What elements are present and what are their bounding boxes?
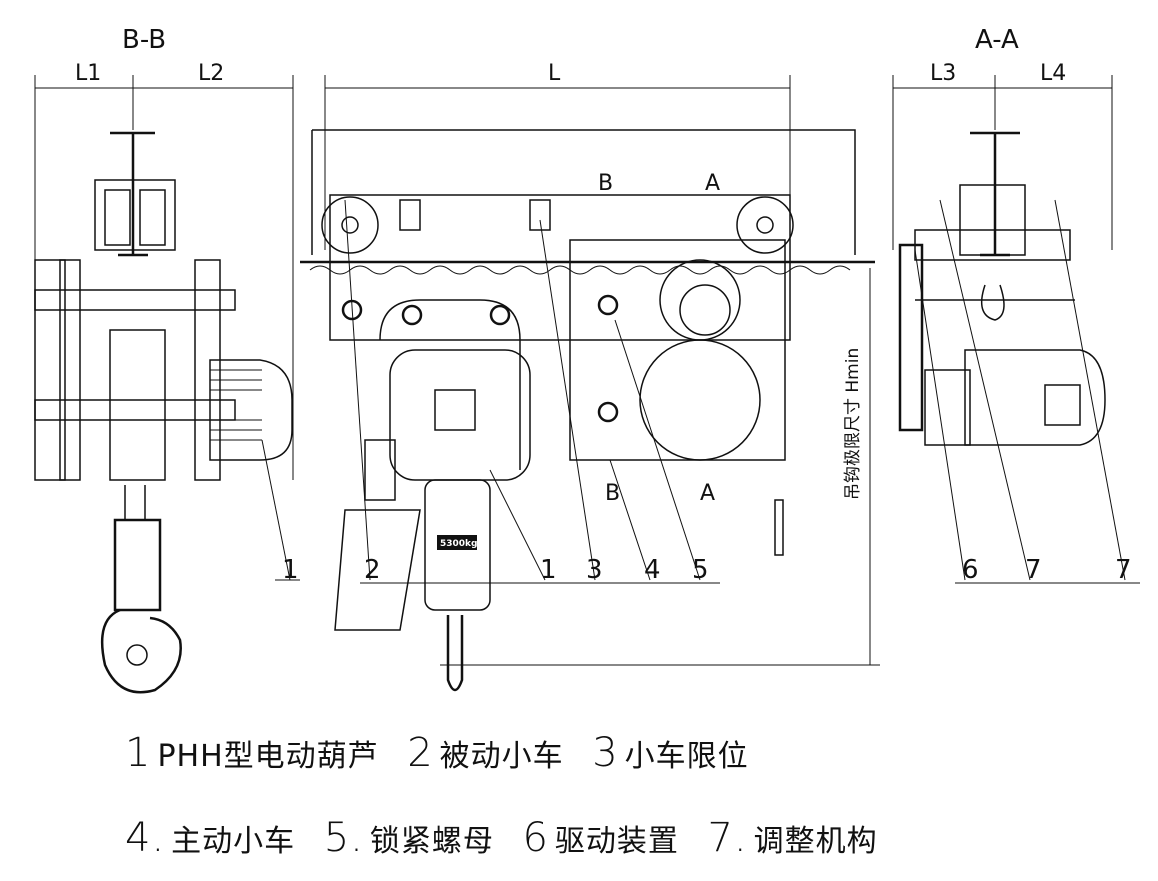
load-plate: [437, 535, 477, 550]
callout-2: 2: [364, 555, 381, 585]
hmin-label: 吊钩极限尺寸 Hmin: [843, 347, 863, 500]
dim-l3: L3: [930, 61, 956, 86]
load-plate-text: 5300kg: [440, 539, 477, 549]
section-title-aa: A-A: [975, 25, 1019, 55]
legend-item: 5.锁紧螺母: [323, 815, 494, 861]
view-bb: B-B L1 L2 1: [34, 25, 300, 694]
dim-l1: L1: [75, 61, 101, 86]
dim-l: L: [548, 61, 561, 86]
callout-6: 6: [962, 555, 979, 585]
view-aa: A-A L3 L4 6 7 7: [892, 25, 1140, 585]
callout-5: 5: [692, 555, 709, 585]
callout-1: 1: [540, 555, 557, 585]
view-front: L 5300kg B A B A: [300, 61, 880, 692]
section-mark-b-top: B: [598, 171, 613, 196]
legend-item: 7.调整机构: [707, 815, 878, 861]
section-mark-b-bottom: B: [605, 481, 620, 506]
callout-3: 3: [586, 555, 603, 585]
section-mark-a-bottom: A: [700, 481, 715, 506]
section-mark-a-top: A: [705, 171, 720, 196]
callout-7-left: 7: [1025, 555, 1042, 585]
callout-7-right: 7: [1115, 555, 1132, 585]
callout-1-left: 1: [282, 555, 299, 585]
dim-l2: L2: [198, 61, 224, 86]
legend-item: 4.主动小车: [125, 815, 296, 861]
section-title-bb: B-B: [122, 25, 166, 55]
dim-l4: L4: [1040, 61, 1066, 86]
callout-4: 4: [644, 555, 661, 585]
